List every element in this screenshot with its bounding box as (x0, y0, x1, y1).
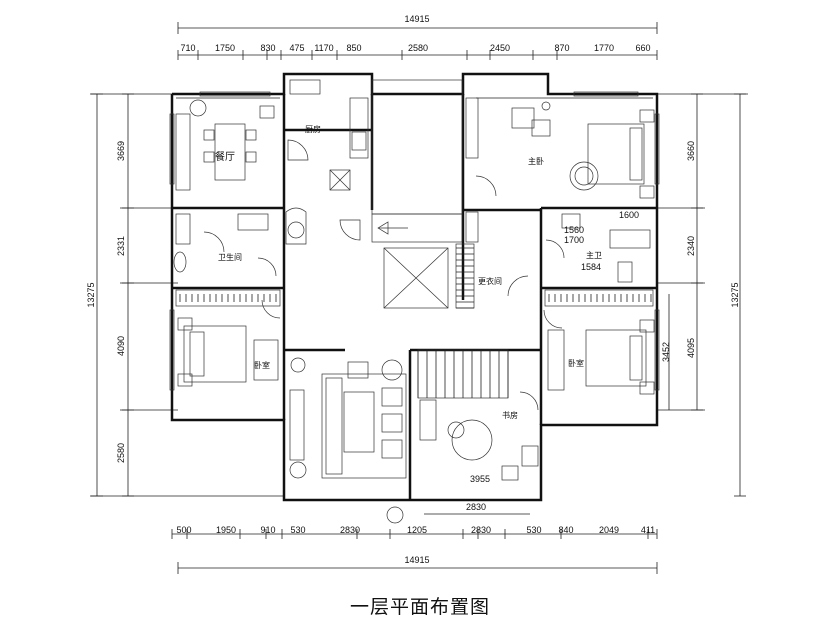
study-furniture (419, 399, 539, 481)
right-dim-1: 3660 (686, 141, 696, 161)
top-dim-9: 870 (554, 43, 569, 53)
inner-dim-1584: 1584 (581, 262, 601, 272)
staircase (371, 79, 509, 399)
left-dim-1: 3669 (116, 141, 126, 161)
right-bedroom-furniture (547, 319, 655, 395)
inner-dim-2830: 2830 (466, 502, 486, 512)
bottom-dim-6: 1205 (407, 525, 427, 535)
left-dim-3: 4090 (116, 336, 126, 356)
top-dimension-chain: 14915 710 1750 830 475 1170 850 2580 245… (177, 14, 658, 60)
right-extra-dimension: 3452 (661, 342, 671, 362)
master-bath-fixtures (561, 213, 651, 283)
left-dim-2: 2331 (116, 236, 126, 256)
bottom-dim-5: 2830 (340, 525, 360, 535)
inner-dim-1700: 1700 (564, 235, 584, 245)
bottom-dim-10: 2049 (599, 525, 619, 535)
top-total-dimension: 14915 (404, 14, 429, 24)
room-label-bathroom: 卫生间 (218, 252, 242, 262)
bottom-dim-4: 530 (290, 525, 305, 535)
top-dim-10: 1770 (594, 43, 614, 53)
bottom-dim-11: 411 (641, 525, 655, 535)
room-label-kitchen: 厨房 (305, 124, 321, 134)
bottom-dim-2: 1950 (216, 525, 236, 535)
bottom-dim-9: 840 (558, 525, 573, 535)
right-total-dimension: 13275 (730, 282, 740, 307)
top-dim-11: 660 (635, 43, 650, 53)
left-bedroom-furniture (177, 317, 279, 387)
room-label-study: 书房 (502, 410, 518, 420)
bottom-dim-1: 500 (176, 525, 191, 535)
dining-furniture (175, 99, 275, 191)
room-label-master-bath: 主卫 (586, 250, 602, 260)
room-label-closet: 更衣间 (478, 276, 502, 286)
room-label-bedroom-left: 卧室 (254, 360, 270, 370)
top-dim-4: 475 (289, 43, 304, 53)
master-bedroom-furniture (511, 101, 655, 199)
top-dim-2: 1750 (215, 43, 235, 53)
inner-dim-1600: 1600 (619, 210, 639, 220)
living-room-furniture (289, 357, 407, 524)
room-label-master-bedroom: 主卧 (528, 156, 544, 166)
wardrobes (175, 97, 654, 307)
room-label-bedroom-right: 卧室 (568, 358, 584, 368)
bottom-dim-7: 2830 (471, 525, 491, 535)
top-dim-7: 2580 (408, 43, 428, 53)
bathroom-fixtures (173, 207, 307, 273)
windows (169, 91, 660, 391)
left-dimension-chain: 13275 3669 2331 4090 2580 (86, 93, 134, 497)
floor-plan-drawing: 14915 710 1750 830 475 1170 850 2580 245… (86, 14, 748, 574)
right-dimension-chain: 13275 3660 2340 4095 3452 (90, 93, 748, 497)
inner-dim-1560: 1560 (564, 225, 584, 235)
top-dim-8: 2450 (490, 43, 510, 53)
doors (203, 139, 565, 411)
left-total-dimension: 13275 (86, 282, 96, 307)
room-label-dining: 餐厅 (215, 150, 235, 163)
top-dim-3: 830 (260, 43, 275, 53)
bottom-dimension-chain: 500 1950 910 530 2830 1205 2830 530 840 … (171, 525, 658, 574)
top-dim-6: 850 (346, 43, 361, 53)
bottom-total-dimension: 14915 (404, 555, 429, 565)
inner-dim-3955: 3955 (470, 474, 490, 484)
top-dim-1: 710 (180, 43, 195, 53)
kitchen-furniture (289, 79, 369, 191)
left-dim-4: 2580 (116, 443, 126, 463)
right-dim-3: 4095 (686, 338, 696, 358)
bottom-dim-3: 910 (260, 525, 275, 535)
right-dim-2: 2340 (686, 236, 696, 256)
drawing-title: 一层平面布置图 (349, 596, 490, 618)
top-dim-5: 1170 (314, 43, 333, 53)
bottom-dim-8: 530 (526, 525, 541, 535)
